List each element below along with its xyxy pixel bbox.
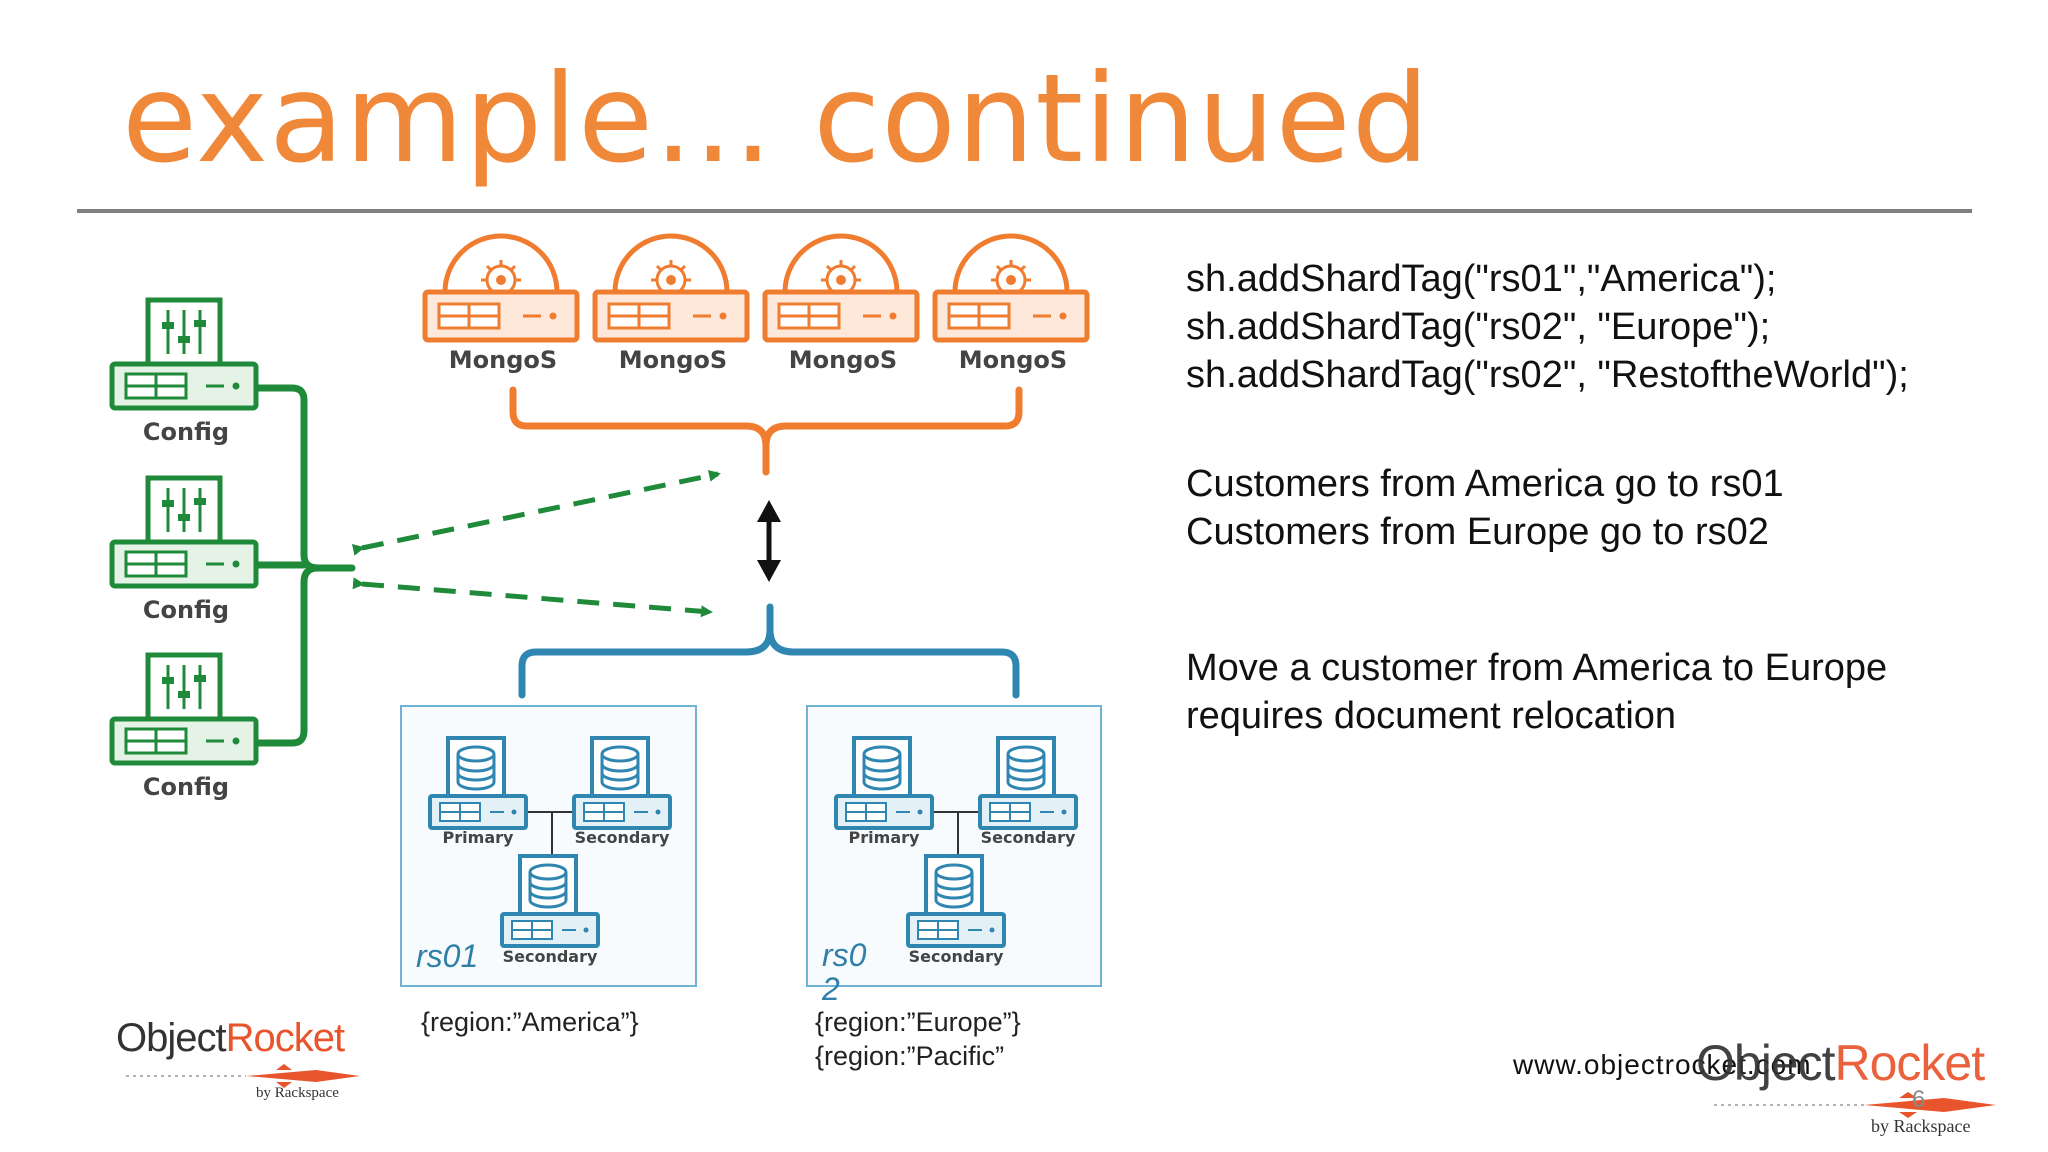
config-arrow-upper	[351, 469, 721, 556]
shard-tag-rs02-pacific: {region:”Pacific”	[815, 1041, 1005, 1071]
secondary-label: Secondary	[503, 947, 598, 966]
shard-bracket	[518, 603, 1020, 699]
config-label: Config	[143, 596, 229, 624]
code-line: sh.addShardTag("rs01","America");	[1186, 258, 1777, 300]
shard-name-rs01: rs01	[416, 938, 479, 974]
logo-byline: by Rackspace	[256, 1085, 339, 1101]
mongos-label: MongoS	[449, 346, 557, 374]
logo-text-object: Object	[116, 1016, 227, 1060]
rocket-icon	[126, 1064, 360, 1088]
config-bracket	[254, 384, 356, 747]
double-arrow	[757, 500, 781, 582]
mongos-label: MongoS	[789, 346, 897, 374]
note-line: Customers from Europe go to rs02	[1186, 511, 1769, 553]
mongos-label: MongoS	[619, 346, 727, 374]
config-server: Config	[112, 478, 256, 624]
objectrocket-logo-right: ObjectRocket 6 by Rackspace	[1696, 1036, 1996, 1136]
website-url: www.objectrocket.com	[1513, 1049, 1812, 1080]
logo-text-object: Object	[1696, 1035, 1836, 1091]
shard-tag-rs02-europe: {region:”Europe”}	[815, 1007, 1021, 1037]
note-line: requires document relocation	[1186, 695, 1677, 737]
primary-label: Primary	[443, 828, 514, 847]
mongos-label: MongoS	[959, 346, 1067, 374]
config-server: Config	[112, 300, 256, 446]
note-line: Customers from America go to rs01	[1186, 463, 1784, 505]
code-line: sh.addShardTag("rs02", "RestoftheWorld")…	[1186, 354, 1909, 396]
code-block: sh.addShardTag("rs01","America"); sh.add…	[1186, 255, 1909, 399]
relocation-note: Move a customer from America to Europe r…	[1186, 644, 1887, 740]
mongos-node: MongoS	[935, 236, 1087, 374]
shard-tag-rs01: {region:”America”}	[421, 1007, 639, 1037]
config-server: Config	[112, 655, 256, 801]
slide-title: example... continued	[122, 48, 1431, 190]
logo-byline: by Rackspace	[1871, 1116, 1971, 1136]
mongos-node: MongoS	[595, 236, 747, 374]
primary-label: Primary	[849, 828, 920, 847]
secondary-label: Secondary	[575, 828, 670, 847]
shard-name-rs02: rs02	[822, 937, 867, 1007]
page-number: 6	[1912, 1086, 1926, 1113]
title-divider	[77, 209, 1972, 213]
config-label: Config	[143, 418, 229, 446]
routing-note: Customers from America go to rs01 Custom…	[1186, 460, 1784, 556]
mongos-node: MongoS	[425, 236, 577, 374]
mongos-node: MongoS	[765, 236, 917, 374]
note-line: Move a customer from America to Europe	[1186, 647, 1888, 689]
rocket-icon	[1714, 1092, 1996, 1118]
logo-text-rocket: Rocket	[225, 1016, 345, 1060]
mongos-bracket	[509, 386, 1023, 476]
config-label: Config	[143, 773, 229, 801]
secondary-label: Secondary	[909, 947, 1004, 966]
objectrocket-logo-left: ObjectRocket by Rackspace	[116, 1016, 376, 1106]
shard-rs02: Primary Secondary Secondary	[806, 705, 1102, 987]
shard-rs01: Primary Secondary Secondary	[400, 705, 697, 987]
secondary-label: Secondary	[981, 828, 1076, 847]
code-line: sh.addShardTag("rs02", "Europe");	[1186, 306, 1771, 348]
logo-text-rocket: Rocket	[1834, 1035, 1986, 1091]
config-arrow-lower	[352, 577, 713, 618]
